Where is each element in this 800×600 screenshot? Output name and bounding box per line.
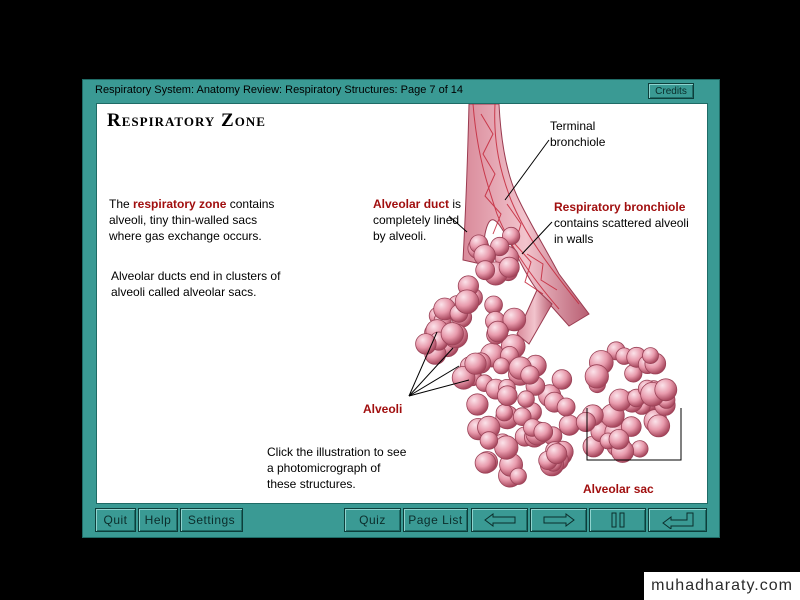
settings-button[interactable]: Settings [180, 508, 243, 532]
respiratory-bronchiole-line3: in walls [554, 232, 594, 246]
alveolus [533, 422, 554, 442]
intro-highlight: respiratory zone [133, 197, 227, 211]
terminal-bronchiole-line1: Terminal [550, 119, 596, 133]
alveolus [475, 260, 496, 281]
alveolus [509, 467, 527, 485]
arrow-right-icon [543, 513, 575, 527]
alveolar-sacs-paragraph: Alveolar ducts end in clusters of alveol… [111, 268, 331, 300]
click-note: Click the illustration to see a photomic… [267, 444, 447, 492]
alveolus [647, 414, 671, 438]
quiz-button[interactable]: Quiz [344, 508, 401, 532]
alveolus [496, 385, 518, 407]
respiratory-bronchiole-label: Respiratory bronchiole contains scattere… [554, 199, 689, 247]
quit-button[interactable]: Quit [95, 508, 136, 532]
terminal-bronchiole-line2: bronchiole [550, 135, 606, 149]
alveolar-cluster-center [466, 354, 580, 488]
return-arrow-icon [661, 512, 693, 529]
alveolus [546, 443, 568, 465]
second-para-line1: Alveolar ducts end in clusters of [111, 269, 281, 283]
second-para-line2: alveoli called alveolar sacs. [111, 285, 257, 299]
blood-vessels [472, 104, 580, 310]
pause-icon [611, 512, 624, 528]
alveolus [466, 393, 489, 416]
alveolus [558, 414, 580, 436]
respiratory-bronchiole-bold: Respiratory bronchiole [554, 200, 686, 214]
intro-line2: alveoli, tiny thin-walled sacs [109, 213, 258, 227]
pause-button[interactable] [589, 508, 646, 532]
alveolar-cluster-top [467, 226, 521, 286]
navigation-toolbar: Quit Help Settings Quiz Page List [95, 508, 709, 534]
alveolus [620, 416, 642, 437]
alveolar-sac-label: Alveolar sac [583, 482, 654, 496]
alveolus [415, 333, 437, 355]
alveolus [440, 322, 464, 346]
alveolar-duct-label: Alveolar duct is completely lined by alv… [373, 196, 461, 244]
alveolar-duct-line2: completely lined [373, 213, 460, 227]
alveolus [608, 428, 630, 450]
alveolus [551, 369, 573, 390]
intro-pre: The [109, 197, 134, 211]
page-list-button[interactable]: Page List [403, 508, 468, 532]
click-note-line3: these structures. [267, 477, 356, 491]
alveolus [494, 435, 519, 460]
lung-illustration[interactable] [97, 104, 708, 504]
alveolus [502, 307, 527, 332]
alveolus [631, 440, 649, 458]
alveolus [474, 452, 497, 474]
alveolus [487, 320, 509, 343]
respiratory-bronchiole-line2: contains scattered alveoli [554, 216, 689, 230]
alveolus [498, 256, 520, 278]
alveolus [575, 411, 596, 432]
alveolus [464, 352, 487, 375]
alveolus [479, 431, 499, 450]
alveolar-cluster-right [575, 341, 678, 463]
page-title: Respiratory Zone [107, 110, 266, 131]
alveolus [484, 295, 503, 315]
intro-line3: where gas exchange occurs. [109, 229, 262, 243]
alveolar-duct-line3: by alveoli. [373, 229, 427, 243]
alveolus [517, 390, 535, 408]
click-note-line2: a photomicrograph of [267, 461, 381, 475]
alveolar-duct-bold: Alveolar duct [373, 197, 450, 211]
return-button[interactable] [648, 508, 707, 532]
alveolus [642, 347, 659, 365]
alveoli-label: Alveoli [363, 402, 403, 416]
credits-button[interactable]: Credits [648, 83, 694, 99]
back-button[interactable] [471, 508, 528, 532]
content-panel: Respiratory Zone The respiratory zone co… [96, 103, 708, 504]
click-note-line1: Click the illustration to see [267, 445, 407, 459]
watermark: muhadharaty.com [644, 572, 800, 600]
label-pointer-lines [408, 139, 682, 461]
alveolus [492, 357, 510, 375]
alveolus [584, 364, 609, 389]
terminal-bronchiole-tube [462, 104, 590, 327]
alveolar-duct-rest: is [449, 197, 462, 211]
intro-paragraph: The respiratory zone contains alveoli, t… [109, 196, 309, 244]
alveolus [495, 404, 514, 422]
alveolus [454, 289, 480, 314]
alveolus [556, 397, 576, 417]
app-window: Respiratory System: Anatomy Review: Resp… [82, 79, 720, 538]
terminal-bronchiole-label: Terminal bronchiole [550, 118, 605, 150]
alveolus [520, 365, 540, 385]
window-title: Respiratory System: Anatomy Review: Resp… [95, 84, 464, 96]
alveolus [654, 378, 678, 402]
intro-post: contains [226, 197, 275, 211]
arrow-left-icon [483, 513, 515, 527]
help-button[interactable]: Help [138, 508, 178, 532]
forward-button[interactable] [530, 508, 587, 532]
